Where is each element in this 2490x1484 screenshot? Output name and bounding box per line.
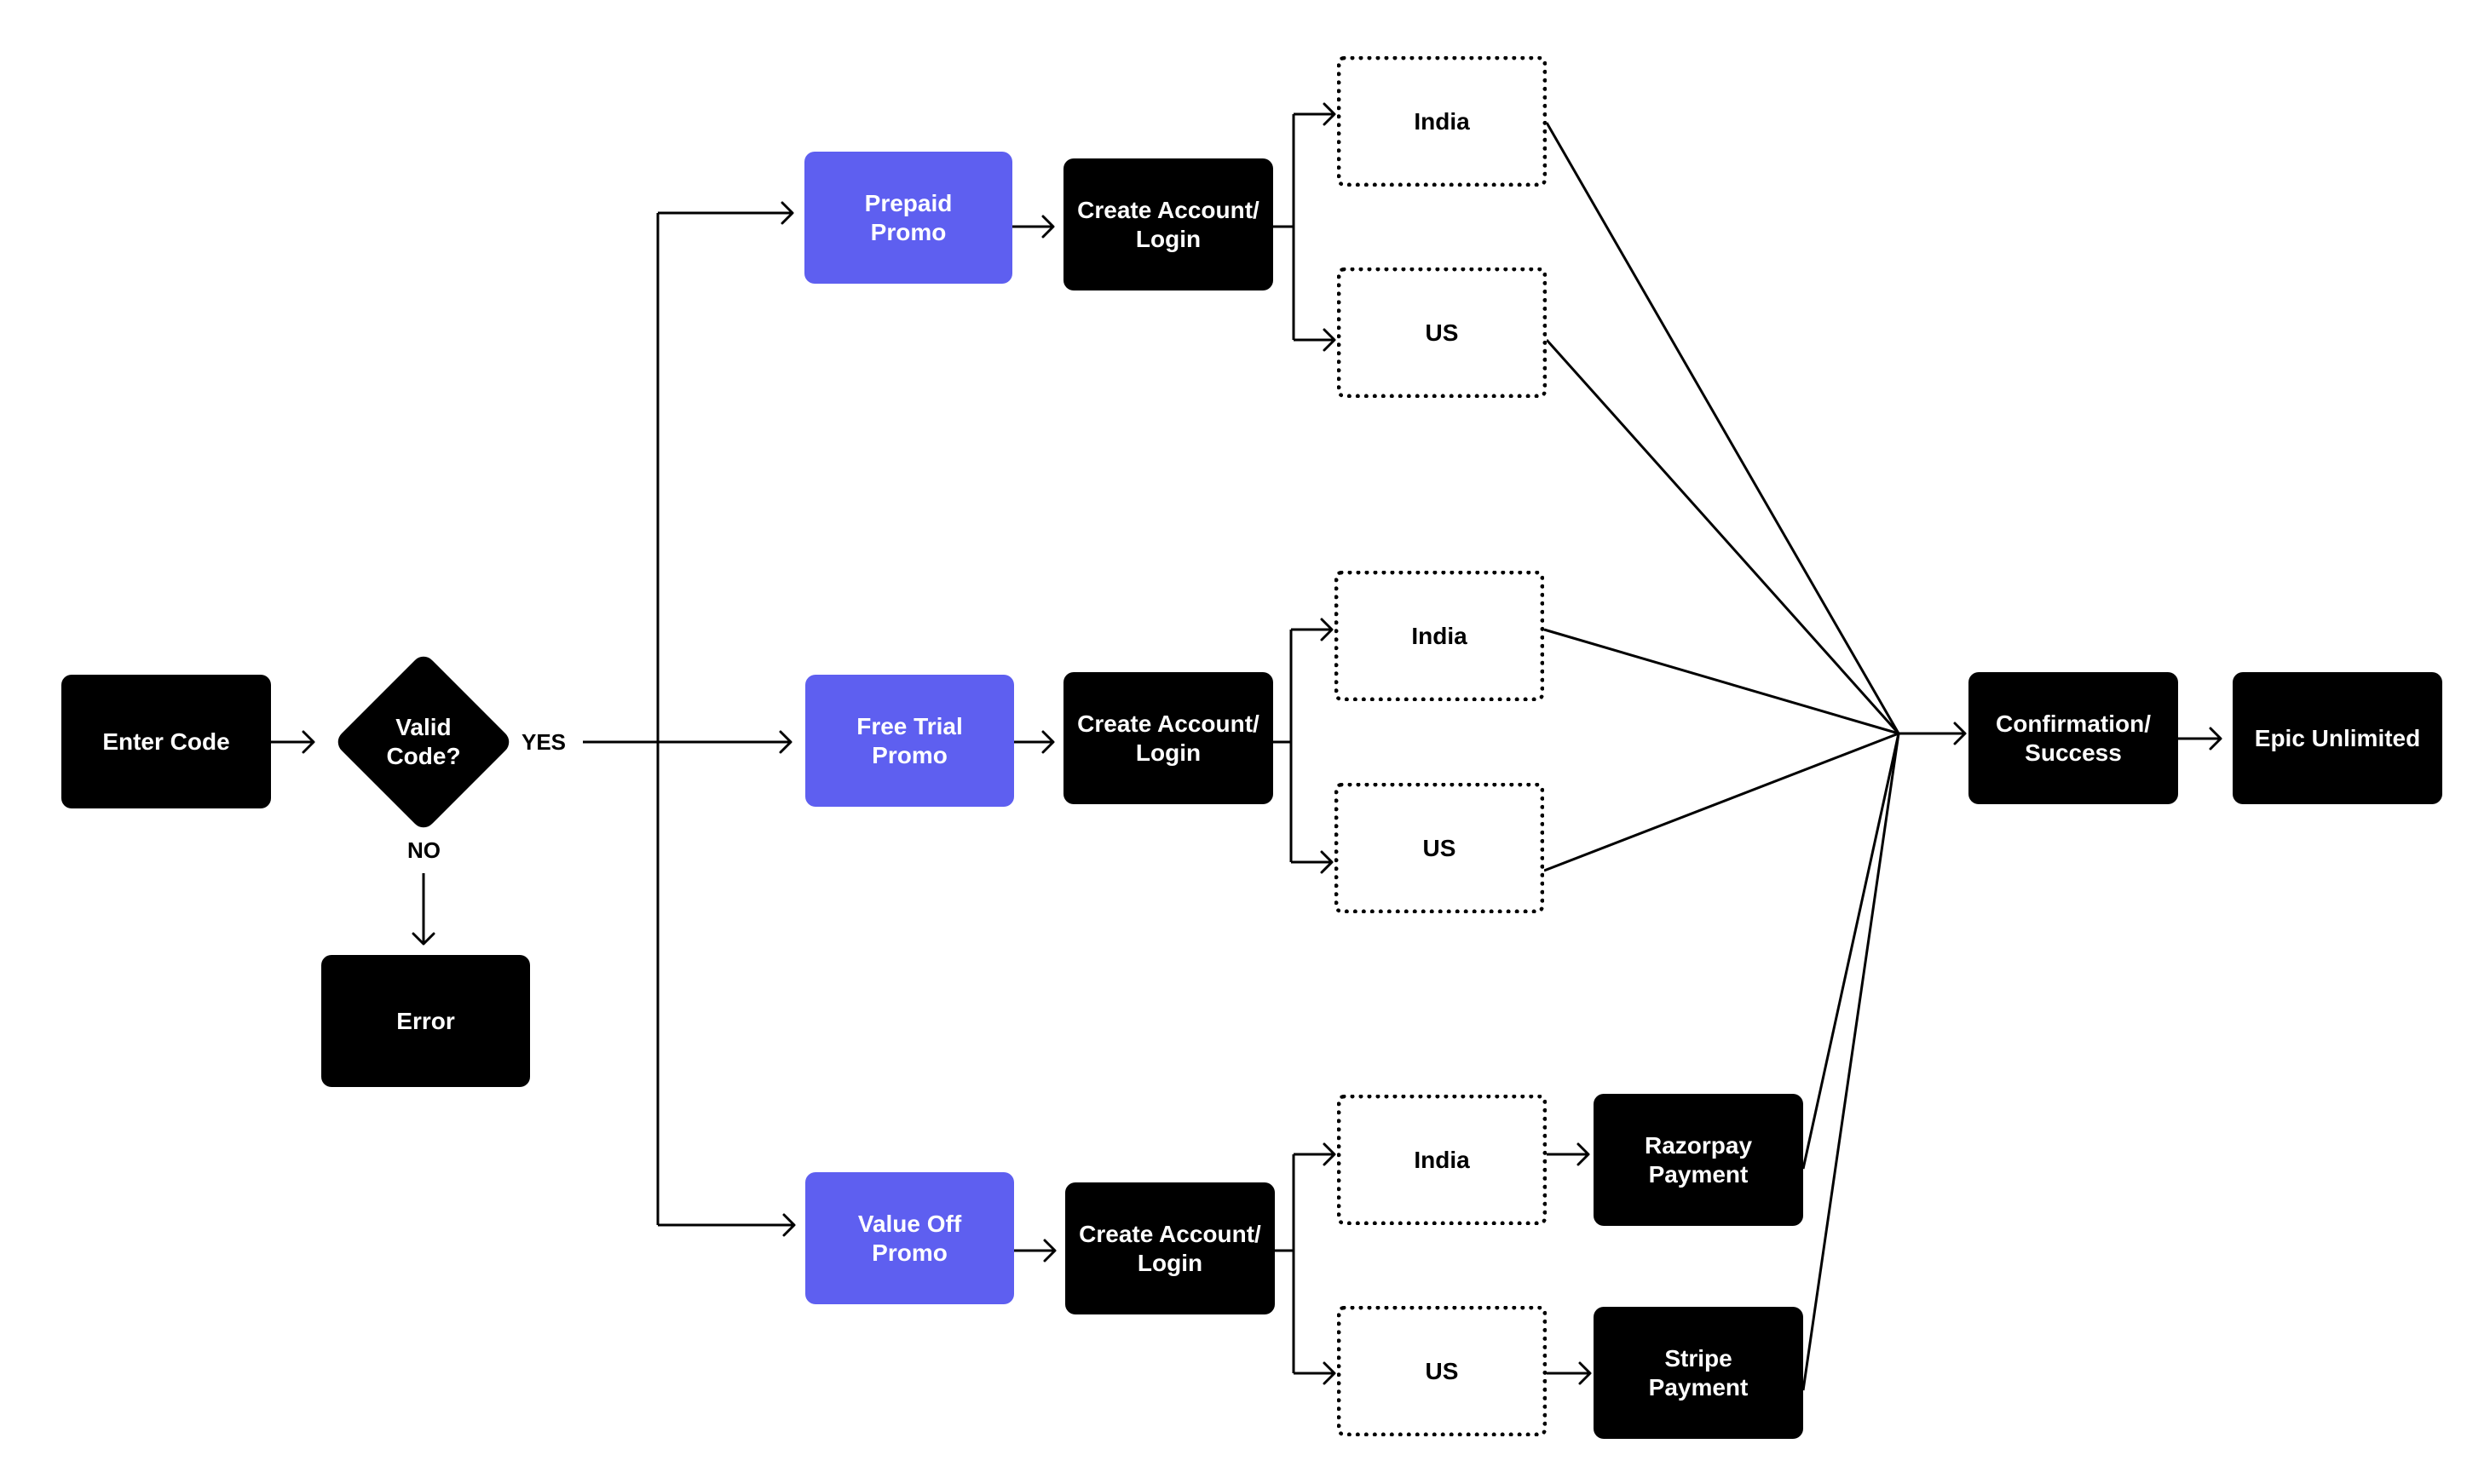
arrowhead-razorpay — [1576, 1142, 1590, 1166]
edge-us-1-to-merge — [1545, 339, 1900, 734]
arrowhead-error — [412, 932, 435, 946]
arrowhead-valid-code — [302, 730, 315, 754]
node-india-free-trial: India — [1334, 571, 1544, 701]
node-confirmation-success: Confirmation/ Success — [1968, 672, 2178, 804]
node-create-account-prepaid: Create Account/ Login — [1063, 158, 1273, 290]
node-epic-unlimited: Epic Unlimited — [2233, 672, 2442, 804]
arrowhead-confirmation — [1953, 722, 1967, 745]
node-enter-code: Enter Code — [61, 675, 271, 808]
arrowhead-india-1 — [1323, 102, 1336, 126]
arrowhead-epic-unlimited — [2209, 727, 2222, 751]
arrowhead-india-3 — [1323, 1142, 1336, 1166]
node-us-value-off: US — [1337, 1306, 1547, 1436]
node-free-trial-promo: Free Trial Promo — [805, 675, 1014, 807]
valid-code-label: Valid Code? — [386, 714, 461, 769]
edge-stripe-to-merge — [1801, 733, 1900, 1391]
edge-india-1-to-merge — [1545, 122, 1900, 734]
arrowhead-prepaid — [781, 201, 794, 225]
node-prepaid-promo: Prepaid Promo — [804, 152, 1012, 284]
node-india-prepaid: India — [1337, 56, 1547, 187]
edge-razorpay-to-merge — [1801, 733, 1900, 1170]
node-error: Error — [321, 955, 530, 1087]
node-us-free-trial: US — [1334, 783, 1544, 913]
arrowhead-us-1 — [1323, 328, 1336, 352]
arrowhead-india-2 — [1320, 618, 1334, 641]
node-create-account-free-trial: Create Account/ Login — [1063, 672, 1273, 804]
node-stripe-payment: Stripe Payment — [1594, 1307, 1803, 1439]
arrowhead-free-trial — [779, 730, 793, 754]
arrowhead-account-3 — [1043, 1239, 1057, 1263]
arrowhead-stripe — [1578, 1361, 1592, 1385]
edge-label-yes: YES — [522, 729, 567, 755]
edge-us-2-to-merge — [1543, 732, 1899, 872]
node-razorpay-payment: Razorpay Payment — [1594, 1094, 1803, 1226]
node-us-prepaid: US — [1337, 267, 1547, 398]
node-value-off-promo: Value Off Promo — [805, 1172, 1014, 1304]
node-india-value-off: India — [1337, 1095, 1547, 1225]
arrowhead-account-2 — [1041, 730, 1055, 754]
arrowhead-account-1 — [1041, 215, 1055, 239]
edge-india-2-to-merge — [1543, 628, 1899, 735]
arrowhead-us-2 — [1320, 850, 1334, 874]
edge-label-no: NO — [407, 837, 441, 863]
arrowhead-value-off — [782, 1213, 796, 1237]
arrowhead-us-3 — [1323, 1361, 1336, 1385]
node-create-account-value-off: Create Account/ Login — [1065, 1182, 1275, 1314]
